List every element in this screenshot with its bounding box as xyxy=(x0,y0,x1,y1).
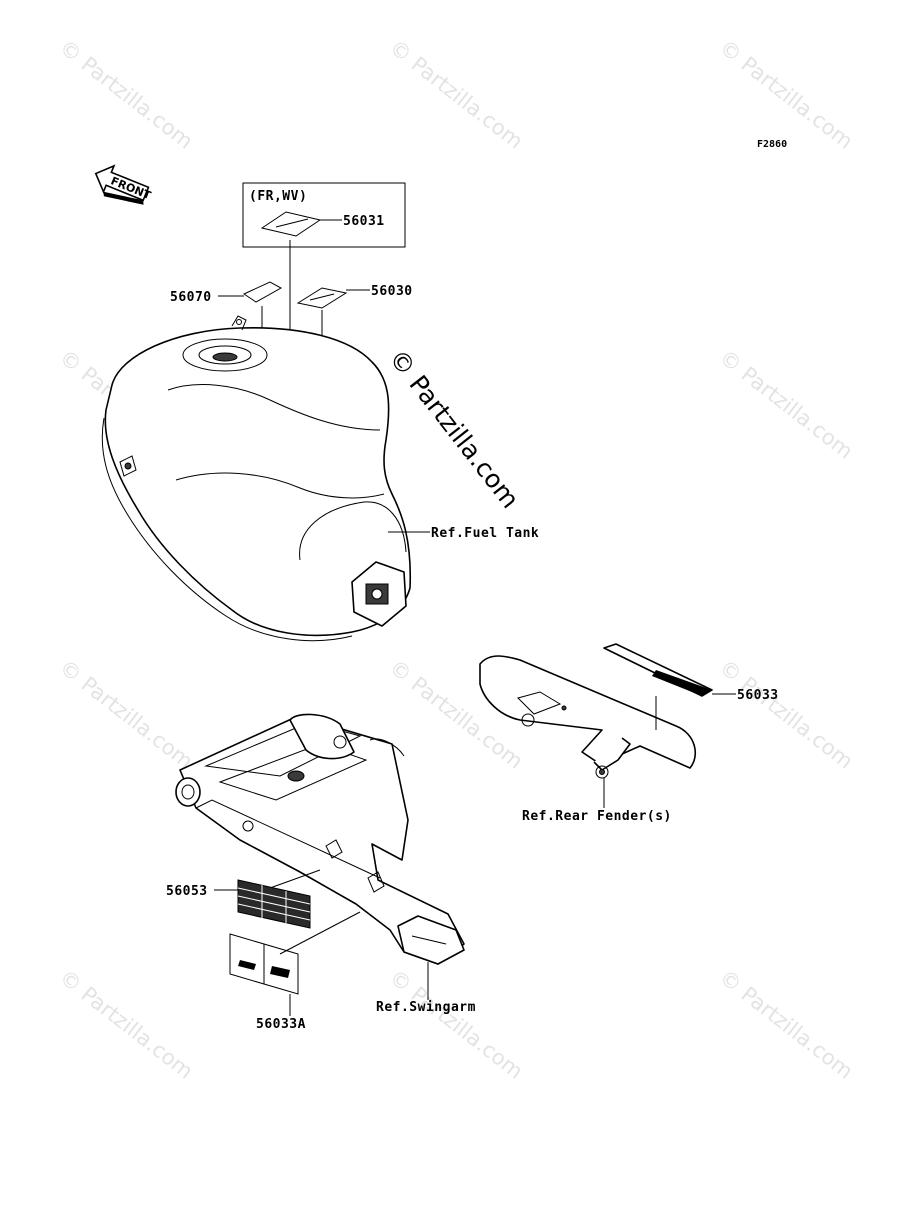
label-56033A: 56033A xyxy=(229,933,306,1032)
swingarm: Ref.Swingarm xyxy=(175,713,476,1015)
watermark: © Partzilla.com xyxy=(715,965,857,1084)
part-number-56033A: 56033A xyxy=(256,1017,306,1032)
front-arrow-icon: FRONT xyxy=(94,164,153,205)
watermark: © Partzilla.com xyxy=(385,965,527,1084)
part-number-56070: 56070 xyxy=(170,290,212,305)
label-56053: 56053 xyxy=(166,879,311,929)
watermark: © Partzilla.com xyxy=(385,35,527,154)
variant-box-label: (FR,WV) xyxy=(249,189,307,204)
ref-swingarm: Ref.Swingarm xyxy=(376,1000,476,1015)
watermark: © Partzilla.com xyxy=(55,965,197,1084)
watermark: © Partzilla.com xyxy=(715,345,857,464)
part-number-56030: 56030 xyxy=(371,284,413,299)
part-number-56053: 56053 xyxy=(166,884,208,899)
diagram-code: F2860 xyxy=(757,139,787,150)
fuel-tank: Ref.Fuel Tank xyxy=(101,315,539,642)
watermark: © Partzilla.com xyxy=(55,655,197,774)
watermark: © Partzilla.com xyxy=(715,655,857,774)
chain-guard: 56033 Ref.Rear Fender(s) xyxy=(479,643,779,824)
ref-fuel-tank: Ref.Fuel Tank xyxy=(431,526,539,541)
ref-rear-fender: Ref.Rear Fender(s) xyxy=(522,809,672,824)
watermark: © Partzilla.com xyxy=(715,35,857,154)
part-number-56031: 56031 xyxy=(343,214,385,229)
center-watermark: © Partzilla.com xyxy=(383,344,525,514)
watermark: © Partzilla.com xyxy=(55,35,197,154)
variant-box: (FR,WV) xyxy=(242,182,406,248)
part-number-56033: 56033 xyxy=(737,688,779,703)
